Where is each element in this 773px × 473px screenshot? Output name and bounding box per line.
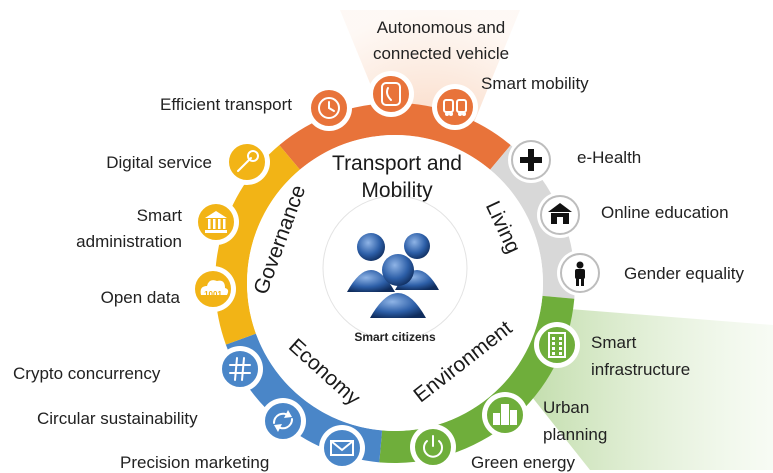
phone-icon <box>368 71 414 117</box>
label-urban-1: Urban <box>543 398 589 417</box>
power-icon <box>410 424 456 470</box>
label-smart-infra-2: infrastructure <box>591 360 690 379</box>
city-icon <box>482 392 528 438</box>
smart-citizens-icon: Smart citizens <box>322 195 468 344</box>
label-smart-infra-1: Smart <box>591 333 637 352</box>
environment-ring-segment <box>379 295 575 463</box>
clock-icon <box>306 85 352 131</box>
label-efficient-transport: Efficient transport <box>160 95 292 114</box>
label-green-energy: Green energy <box>471 453 575 472</box>
open-data-badge: 1001 <box>204 290 222 299</box>
school-icon <box>537 192 583 238</box>
label-smart-mobility: Smart mobility <box>481 74 589 93</box>
transport-title-line2: Mobility <box>361 179 433 202</box>
label-precision: Precision marketing <box>120 453 269 472</box>
mail-icon <box>319 425 365 471</box>
cloud-data-icon: 1001 <box>190 266 236 312</box>
label-autonomous-2: connected vehicle <box>373 44 509 63</box>
recycle-icon <box>260 398 306 444</box>
label-ehealth: e-Health <box>577 148 641 167</box>
bank-icon <box>193 199 239 245</box>
label-gender-equality: Gender equality <box>624 264 745 283</box>
center-label: Smart citizens <box>354 330 436 344</box>
label-smart-admin-1: Smart <box>137 206 183 225</box>
label-online-education: Online education <box>601 203 729 222</box>
governance-ring-segment <box>215 145 300 345</box>
building-icon <box>534 322 580 368</box>
label-urban-2: planning <box>543 425 607 444</box>
wrench-icon <box>224 139 270 185</box>
label-crypto: Crypto concurrency <box>13 364 161 383</box>
label-digital-service: Digital service <box>106 153 212 172</box>
label-autonomous-1: Autonomous and <box>377 18 506 37</box>
hash-icon <box>217 346 263 392</box>
icon-layer: 1001 <box>190 71 603 471</box>
label-circular: Circular sustainability <box>37 409 198 428</box>
label-open-data: Open data <box>101 288 181 307</box>
transport-title-line1: Transport and <box>332 152 462 175</box>
car-icon <box>432 84 478 130</box>
medical-plus-icon <box>508 137 554 183</box>
living-ring-segment <box>490 145 575 299</box>
label-smart-admin-2: administration <box>76 232 182 251</box>
person-icon <box>557 250 603 296</box>
